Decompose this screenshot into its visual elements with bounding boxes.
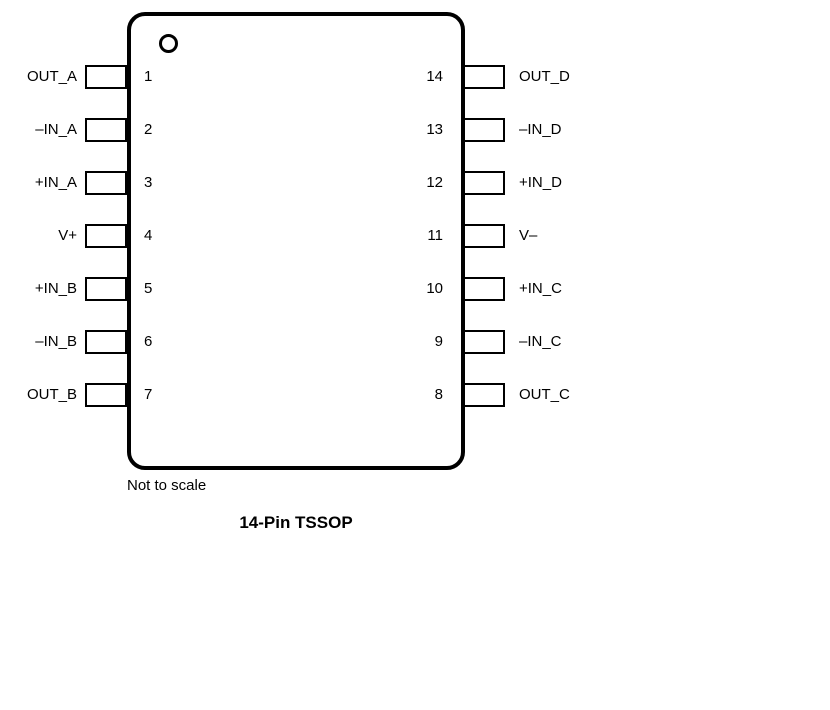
pin-label-left: V+: [58, 227, 77, 244]
pin-pad-right: [463, 224, 505, 248]
pin-label-left: OUT_B: [26, 386, 77, 403]
pin-label-right: –IN_D: [519, 121, 562, 138]
pin-row-1-14: OUT_A 1 14 OUT_D: [0, 65, 830, 89]
pin-pad-right: [463, 277, 505, 301]
pin-number-left: 1: [144, 68, 153, 85]
pin-pad-right: [463, 383, 505, 407]
pin-label-left: +IN_A: [34, 174, 77, 191]
pin-pad-left: [85, 118, 127, 142]
pin-number-left: 6: [144, 333, 153, 350]
pin-number-left: 7: [144, 386, 153, 403]
pin-label-right: –IN_C: [519, 333, 562, 350]
pin-number-right: 8: [434, 386, 443, 403]
pin-pad-right: [463, 330, 505, 354]
pin-label-right: OUT_C: [519, 386, 570, 403]
pin-number-right: 11: [427, 227, 443, 244]
pin-row-5-10: +IN_B 5 10 +IN_C: [0, 277, 830, 301]
pin-number-left: 5: [144, 280, 153, 297]
pin-number-right: 13: [426, 121, 443, 138]
pin-pad-right: [463, 118, 505, 142]
scale-note: Not to scale: [127, 477, 207, 494]
pin-label-right: +IN_C: [519, 280, 562, 297]
pin-number-left: 3: [144, 174, 153, 191]
pin-label-right: +IN_D: [519, 174, 562, 191]
pin-label-right: OUT_D: [519, 68, 570, 85]
pin-pad-left: [85, 224, 127, 248]
pin-pad-right: [463, 65, 505, 89]
pin-pad-right: [463, 171, 505, 195]
ic-package-body: [127, 12, 465, 470]
pin-number-right: 12: [426, 174, 443, 191]
pin-number-right: 14: [426, 68, 443, 85]
pin-label-left: –IN_B: [35, 333, 77, 350]
pin-row-3-12: +IN_A 3 12 +IN_D: [0, 171, 830, 195]
pin-row-6-9: –IN_B 6 9 –IN_C: [0, 330, 830, 354]
pin-label-left: –IN_A: [35, 121, 77, 138]
pin-number-left: 2: [144, 121, 153, 138]
pin-pad-left: [85, 383, 127, 407]
pin-pad-left: [85, 277, 127, 301]
package-caption: 14-Pin TSSOP: [239, 513, 353, 532]
pin1-indicator-icon: [159, 34, 178, 53]
pin-label-left: OUT_A: [26, 68, 77, 85]
pin-label-right: V–: [519, 227, 538, 244]
pin-label-left: +IN_B: [34, 280, 77, 297]
pin-row-2-13: –IN_A 2 13 –IN_D: [0, 118, 830, 142]
pin-number-right: 9: [434, 333, 443, 350]
pin-number-right: 10: [426, 280, 443, 297]
pin-pad-left: [85, 330, 127, 354]
pin-row-7-8: OUT_B 7 8 OUT_C: [0, 383, 830, 407]
pin-number-left: 4: [144, 227, 153, 244]
pin-row-4-11: V+ 4 11 V–: [0, 224, 830, 248]
pin-pad-left: [85, 171, 127, 195]
pin-pad-left: [85, 65, 127, 89]
